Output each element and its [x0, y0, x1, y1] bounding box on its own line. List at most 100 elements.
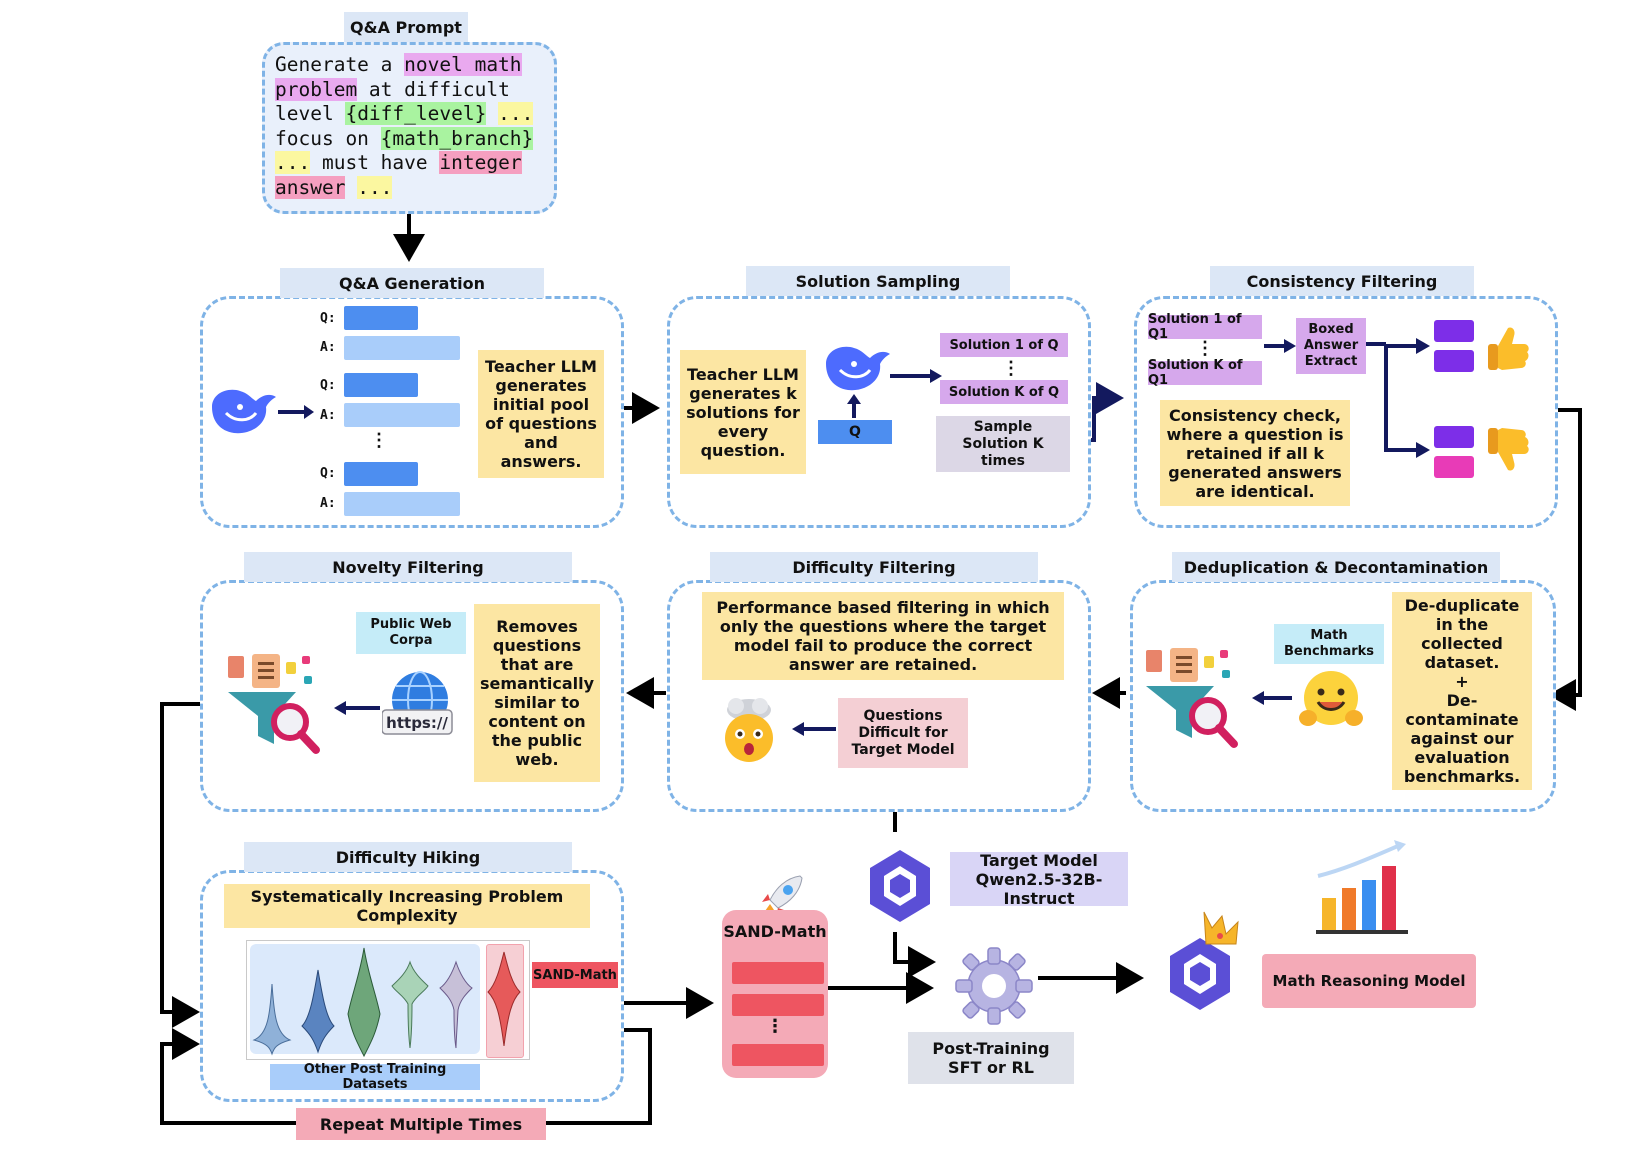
thumbs-up-icon: [1488, 327, 1529, 370]
prompt-text: at difficult level: [275, 77, 510, 126]
arrow-left-icon: [1252, 691, 1292, 705]
arrow-novelty-to-hiking: [160, 702, 218, 1028]
retained-qa-block: [1434, 350, 1474, 372]
difficulty-hiking-title: Difficulty Hiking: [244, 842, 572, 872]
difficult-questions-label: Questions Difficult for Target Model: [838, 698, 968, 768]
question-bar: [344, 306, 418, 330]
dedup-description-1: De-duplicate in the collected dataset.: [1404, 596, 1520, 672]
post-training-label-2: SFT or RL: [948, 1058, 1034, 1077]
prompt-text: focus on: [275, 126, 381, 150]
difficulty-hiking-subtitle: Systematically Increasing Problem Comple…: [224, 884, 590, 928]
rejected-qa-block: [1434, 426, 1474, 448]
prompt-text: must have: [310, 151, 440, 174]
dedup-description-2: De-contaminate against our evaluation be…: [1403, 691, 1521, 786]
target-model-label-2: Qwen2.5-32B-Instruct: [975, 869, 1103, 908]
violin-plot: [252, 947, 521, 1058]
math-benchmarks-label: Math Benchmarks: [1274, 624, 1384, 664]
sand-math-row: [732, 1044, 824, 1066]
q-label: Q:: [320, 466, 336, 481]
q-label: Q:: [320, 378, 336, 393]
globe-icon: [382, 671, 453, 735]
qa-generation-title: Q&A Generation: [280, 268, 544, 298]
question-bar: [344, 373, 418, 397]
prompt-text: Generate a: [275, 53, 405, 76]
sand-math-row: [732, 962, 824, 984]
question-bar: [344, 462, 418, 486]
prompt-highlight-diff-level: {diff_level}: [345, 102, 487, 125]
arrow-left-icon: [334, 701, 380, 715]
url-text: https://: [386, 714, 448, 732]
solution-k-chip: Solution K of Q1: [1148, 358, 1262, 388]
consistency-description: Consistency check, where a question is r…: [1160, 400, 1350, 506]
filter-search-icon: [228, 654, 320, 754]
prompt-text: [486, 102, 498, 125]
consistency-filtering-title: Consistency Filtering: [1210, 266, 1474, 296]
crowned-qwen-icon: [1170, 911, 1239, 1010]
arrow-icon: [1264, 339, 1296, 353]
thumbs-down-icon: [1488, 428, 1529, 471]
a-label: A:: [320, 340, 336, 355]
answer-bar: [344, 336, 460, 360]
sand-math-row: [732, 994, 824, 1016]
dedup-plus: +: [1455, 672, 1469, 691]
arrow-up-icon: [847, 394, 861, 418]
boxed-answer-extract: Boxed Answer Extract: [1296, 318, 1366, 374]
solution-k-chip: Solution K of Q: [940, 380, 1068, 404]
arrow-qwen-to-posttraining: [893, 932, 936, 978]
prompt-text: [345, 176, 357, 199]
solution-1-chip: Solution 1 of Q: [940, 333, 1068, 357]
split-arrows: [1366, 338, 1430, 458]
ellipsis: ⋮: [1196, 338, 1214, 359]
novelty-filtering-title: Novelty Filtering: [244, 552, 572, 582]
answer-bar: [344, 403, 460, 427]
exploding-head-icon: [725, 698, 773, 762]
math-reasoning-model-label: Math Reasoning Model: [1262, 954, 1476, 1008]
prompt-box: Generate a novel math problem at difficu…: [262, 42, 557, 214]
arrow-left-icon: [792, 722, 836, 736]
prompt-ellipsis: ...: [498, 102, 534, 125]
prompt-ellipsis: ...: [357, 175, 393, 199]
arrow-icon: [278, 405, 314, 419]
post-training-label-1: Post-Training: [932, 1039, 1050, 1058]
hugging-face-icon: [1299, 671, 1363, 726]
sand-math-tag: SAND-Math: [532, 962, 618, 988]
gear-icon: [955, 947, 1033, 1025]
rocket-icon: [760, 875, 803, 918]
target-model-label-1: Target Model: [980, 850, 1098, 870]
deepseek-whale-icon: [826, 346, 890, 391]
sample-solution-label: Sample Solution K times: [936, 416, 1070, 472]
ellipsis: ⋮: [766, 1016, 784, 1037]
solution-sampling-title: Solution Sampling: [746, 266, 1010, 296]
prompt-highlight-math-branch: {math_branch}: [380, 126, 534, 150]
a-label: A:: [320, 496, 336, 511]
other-datasets-label: Other Post Training Datasets: [270, 1062, 480, 1092]
filter-search-icon: [1146, 648, 1238, 748]
prompt-title: Q&A Prompt: [344, 12, 468, 42]
dedup-title: Deduplication & Decontamination: [1172, 552, 1500, 582]
ellipsis: ⋮: [1002, 358, 1020, 379]
rejected-qa-block: [1434, 456, 1474, 478]
difficulty-filtering-title: Difficulty Filtering: [710, 552, 1038, 582]
solution-sampling-description: Teacher LLM generates k solutions for ev…: [680, 350, 806, 474]
question-chip: Q: [818, 420, 892, 444]
post-training-label: Post-Training SFT or RL: [908, 1032, 1074, 1084]
qwen-logo-icon: [870, 850, 930, 922]
arrow-icon: [890, 369, 942, 383]
solution-1-chip: Solution 1 of Q1: [1148, 312, 1262, 342]
novelty-description: Removes questions that are semantically …: [474, 604, 600, 782]
target-model-label: Target Model Qwen2.5-32B-Instruct: [950, 850, 1128, 908]
sand-math-title: SAND-Math: [723, 922, 827, 941]
answer-bar: [344, 492, 460, 516]
deepseek-whale-icon: [212, 389, 276, 434]
prompt-ellipsis: ...: [275, 151, 311, 174]
q-label: Q:: [320, 311, 336, 326]
repeat-multiple-times-label: Repeat Multiple Times: [296, 1108, 546, 1140]
a-label: A:: [320, 408, 336, 423]
ellipsis: ⋮: [370, 430, 388, 451]
public-web-corpus-label: Public Web Corpa: [356, 612, 466, 654]
dedup-description: De-duplicate in the collected dataset. +…: [1392, 592, 1532, 790]
qa-generation-description: Teacher LLM generates initial pool of qu…: [478, 350, 604, 478]
difficulty-filtering-description: Performance based filtering in which onl…: [702, 592, 1064, 680]
retained-qa-block: [1434, 320, 1474, 342]
growth-chart-icon: [1316, 840, 1408, 934]
